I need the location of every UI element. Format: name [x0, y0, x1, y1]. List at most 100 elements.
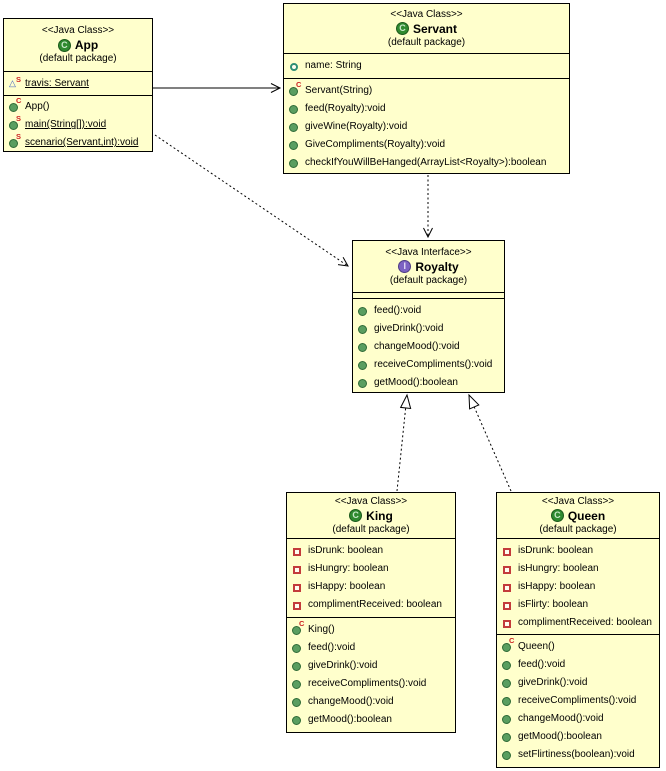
method-row[interactable]: C App()	[9, 96, 150, 116]
method-row[interactable]: C Queen()	[502, 636, 657, 655]
class-header: <<Java Class>> C Servant (default packag…	[284, 4, 569, 53]
method-row[interactable]: giveDrink():void	[502, 673, 657, 691]
field-row[interactable]: isDrunk: boolean	[292, 541, 453, 559]
field-row[interactable]: complimentReceived: boolean	[502, 613, 657, 631]
public-method-icon	[502, 658, 513, 671]
method-row[interactable]: giveDrink():void	[292, 656, 453, 674]
methods-compartment: C King() feed():void giveDrink():void re…	[287, 617, 455, 732]
method-row[interactable]: getMood():boolean	[358, 373, 502, 391]
field-row[interactable]: complimentReceived: boolean	[292, 595, 453, 613]
field-row[interactable]: isHappy: boolean	[502, 577, 657, 595]
public-method-icon	[502, 694, 513, 707]
class-icon: C	[349, 509, 363, 522]
class-box-queen[interactable]: <<Java Class>> C Queen (default package)…	[496, 492, 660, 768]
method-row[interactable]: changeMood():void	[358, 337, 502, 355]
method-row[interactable]: getMood():boolean	[292, 710, 453, 728]
public-method-icon	[289, 156, 300, 169]
field-row[interactable]: name: String	[289, 56, 567, 74]
public-method-icon	[292, 677, 303, 690]
package-label: (default package)	[332, 523, 410, 535]
class-name: Queen	[567, 508, 606, 523]
package-label: (default package)	[39, 53, 117, 65]
public-method-icon	[289, 102, 300, 115]
class-box-servant[interactable]: <<Java Class>> C Servant (default packag…	[283, 3, 570, 174]
public-method-icon: S	[9, 114, 21, 131]
method-row[interactable]: checkIfYouWillBeHanged(ArrayList<Royalty…	[289, 153, 567, 171]
class-icon: C	[57, 38, 71, 52]
class-box-king[interactable]: <<Java Class>> C King (default package) …	[286, 492, 456, 733]
package-label: (default package)	[387, 36, 466, 48]
default-field-icon: △S	[9, 74, 22, 88]
private-field-icon	[292, 598, 303, 611]
public-method-icon	[358, 304, 369, 317]
public-method-icon	[502, 748, 513, 761]
fields-compartment: name: String	[284, 53, 569, 78]
method-row[interactable]: setFlirtiness(boolean):void	[502, 745, 657, 763]
methods-compartment: C Queen() feed():void giveDrink():void r…	[497, 634, 659, 767]
constructor-icon: C	[292, 619, 304, 636]
private-field-icon	[502, 598, 513, 611]
method-row[interactable]: feed(Royalty):void	[289, 99, 567, 117]
public-method-icon	[502, 730, 513, 743]
interface-icon: I	[398, 260, 412, 273]
fields-compartment: △S travis: Servant	[4, 71, 152, 95]
method-row[interactable]: feed():void	[358, 301, 502, 319]
public-method-icon	[358, 322, 369, 335]
method-row[interactable]: S main(String[]):void	[9, 114, 150, 134]
method-row[interactable]: getMood():boolean	[502, 727, 657, 745]
package-label: (default package)	[539, 523, 617, 535]
dependency-app-to-royalty[interactable]	[154, 134, 349, 267]
method-row[interactable]: receiveCompliments():void	[502, 691, 657, 709]
class-header: <<Java Class>> C King (default package)	[287, 493, 455, 538]
method-row[interactable]: receiveCompliments():void	[358, 355, 502, 373]
stereotype-label: <<Java Class>>	[541, 495, 615, 507]
package-label: (default package)	[389, 274, 468, 286]
private-field-icon	[502, 544, 513, 557]
method-row[interactable]: changeMood():void	[292, 692, 453, 710]
class-box-app[interactable]: <<Java Class>> C App (default package) △…	[3, 18, 153, 152]
fields-compartment: isDrunk: boolean isHungry: boolean isHap…	[287, 538, 455, 617]
realization-king-to-royalty[interactable]	[396, 393, 412, 492]
methods-compartment: feed():void giveDrink():void changeMood(…	[353, 298, 504, 392]
field-row[interactable]: △S travis: Servant	[9, 74, 89, 89]
stereotype-label: <<Java Class>>	[41, 25, 115, 37]
method-row[interactable]: C Servant(String)	[289, 80, 567, 99]
private-field-icon	[502, 616, 513, 629]
private-field-icon	[502, 580, 513, 593]
field-row[interactable]: isHappy: boolean	[292, 577, 453, 595]
method-row[interactable]: feed():void	[502, 655, 657, 673]
method-row[interactable]: giveDrink():void	[358, 319, 502, 337]
public-method-icon	[358, 340, 369, 353]
interface-box-royalty[interactable]: <<Java Interface>> I Royalty (default pa…	[352, 240, 505, 393]
method-row[interactable]: C King()	[292, 619, 453, 638]
stereotype-label: <<Java Class>>	[334, 495, 408, 507]
class-name: King	[366, 508, 393, 523]
field-row[interactable]: isDrunk: boolean	[502, 541, 657, 559]
method-row[interactable]: feed():void	[292, 638, 453, 656]
private-field-icon	[502, 562, 513, 575]
stereotype-label: <<Java Class>>	[390, 8, 463, 20]
class-name: App	[74, 38, 99, 53]
method-row[interactable]: GiveCompliments(Royalty):void	[289, 135, 567, 153]
method-row[interactable]: giveWine(Royalty):void	[289, 117, 567, 135]
field-row[interactable]: isHungry: boolean	[292, 559, 453, 577]
method-row[interactable]: S scenario(Servant,int):void	[9, 132, 150, 151]
package-field-icon	[289, 59, 300, 72]
class-header: <<Java Class>> C Queen (default package)	[497, 493, 659, 538]
method-row[interactable]: changeMood():void	[502, 709, 657, 727]
method-row[interactable]: receiveCompliments():void	[292, 674, 453, 692]
field-row[interactable]: isFlirty: boolean	[502, 595, 657, 613]
constructor-icon: C	[289, 80, 301, 97]
public-method-icon	[292, 713, 303, 726]
stereotype-label: <<Java Interface>>	[385, 246, 472, 258]
field-row[interactable]: isHungry: boolean	[502, 559, 657, 577]
class-name: Servant	[412, 21, 458, 36]
public-method-icon	[289, 120, 300, 133]
private-field-icon	[292, 544, 303, 557]
public-method-icon	[289, 138, 300, 151]
public-method-icon	[502, 676, 513, 689]
public-method-icon	[358, 358, 369, 371]
realization-queen-to-royalty[interactable]	[468, 393, 512, 492]
